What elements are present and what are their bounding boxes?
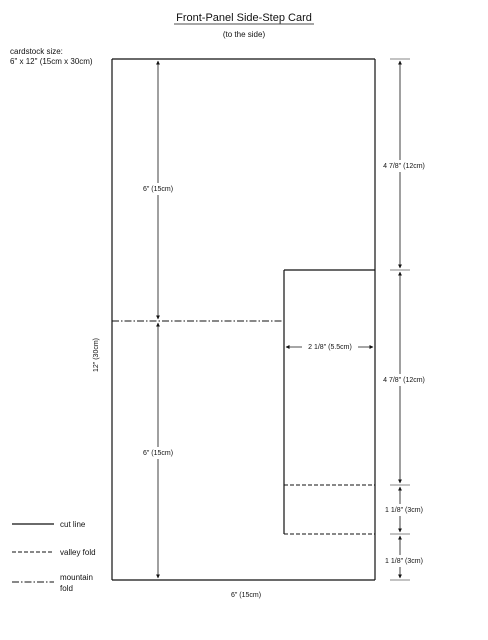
right-extension-ticks	[390, 58, 410, 581]
dim-label-right-lower: 1 1/8" (3cm)	[385, 507, 423, 514]
dim-label-right-middle: 4 7/8" (12cm)	[383, 377, 425, 384]
dim-label-top-left: 6" (15cm)	[143, 186, 173, 193]
cardstock-value: 6" x 12" (15cm x 30cm)	[10, 57, 93, 66]
cardstock-label: cardstock size:	[10, 47, 63, 56]
dim-label-width: 6" (15cm)	[231, 592, 261, 599]
dim-label-bottom-left: 6" (15cm)	[143, 450, 173, 457]
legend-mountain-fold-label-line2: fold	[60, 584, 73, 593]
card-cut-outline	[111, 58, 376, 581]
dim-label-right-top: 4 7/8" (12cm)	[383, 163, 425, 170]
legend-cut-line-label: cut line	[60, 520, 86, 529]
dim-label-total-height: 12" (30cm)	[93, 338, 100, 372]
page-subtitle: (to the side)	[223, 30, 266, 39]
dim-label-right-bottom: 1 1/8" (3cm)	[385, 558, 423, 565]
legend: cut line valley fold mountain fold	[12, 520, 96, 593]
dim-label-flap-width: 2 1/8" (5.5cm)	[308, 344, 352, 351]
page-title: Front-Panel Side-Step Card	[176, 12, 312, 24]
legend-valley-fold-label: valley fold	[60, 548, 96, 557]
legend-mountain-fold-label-line1: mountain	[60, 573, 93, 582]
